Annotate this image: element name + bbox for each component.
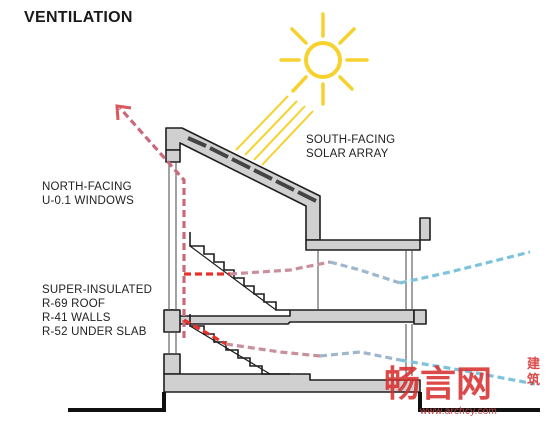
watermark-logo: 畅言网 建 筑 xyxy=(384,356,540,405)
stairs xyxy=(189,232,290,375)
sun-rays xyxy=(235,95,314,166)
upper-terrace-slab xyxy=(305,217,431,251)
windows xyxy=(168,162,413,376)
watermark-url: www.archcy.com xyxy=(420,406,498,417)
north-wall-lower xyxy=(163,353,181,375)
lower-stair xyxy=(189,314,290,375)
ground-line xyxy=(68,392,540,412)
watermark-vertical-1: 建 xyxy=(527,356,540,372)
first-floor-slab xyxy=(163,309,181,333)
windows-label: NORTH-FACING U-0.1 WINDOWS xyxy=(42,181,135,207)
lower-airflow xyxy=(183,318,536,386)
north-wall-upper xyxy=(165,149,181,163)
sun-icon xyxy=(279,12,369,106)
roof xyxy=(165,127,321,241)
upper-airflow xyxy=(184,250,531,285)
watermark-vertical-2: 筑 xyxy=(527,372,540,388)
insulation-label: SUPER-INSULATED R-69 ROOF R-41 WALLS R-5… xyxy=(42,284,153,338)
south-wall-lower xyxy=(413,309,427,325)
ground-slab xyxy=(163,373,421,393)
solar-array xyxy=(187,136,317,203)
watermark-logo-text: 畅言网 xyxy=(384,363,492,405)
diagram-title: VENTILATION xyxy=(24,9,133,26)
exhaust-airflow xyxy=(118,106,186,338)
second-floor-slab xyxy=(165,309,415,325)
building-section xyxy=(163,127,431,393)
exhaust-arrow-icon xyxy=(115,104,132,121)
solar-array-label: SOUTH-FACING SOLAR ARRAY xyxy=(306,134,396,160)
